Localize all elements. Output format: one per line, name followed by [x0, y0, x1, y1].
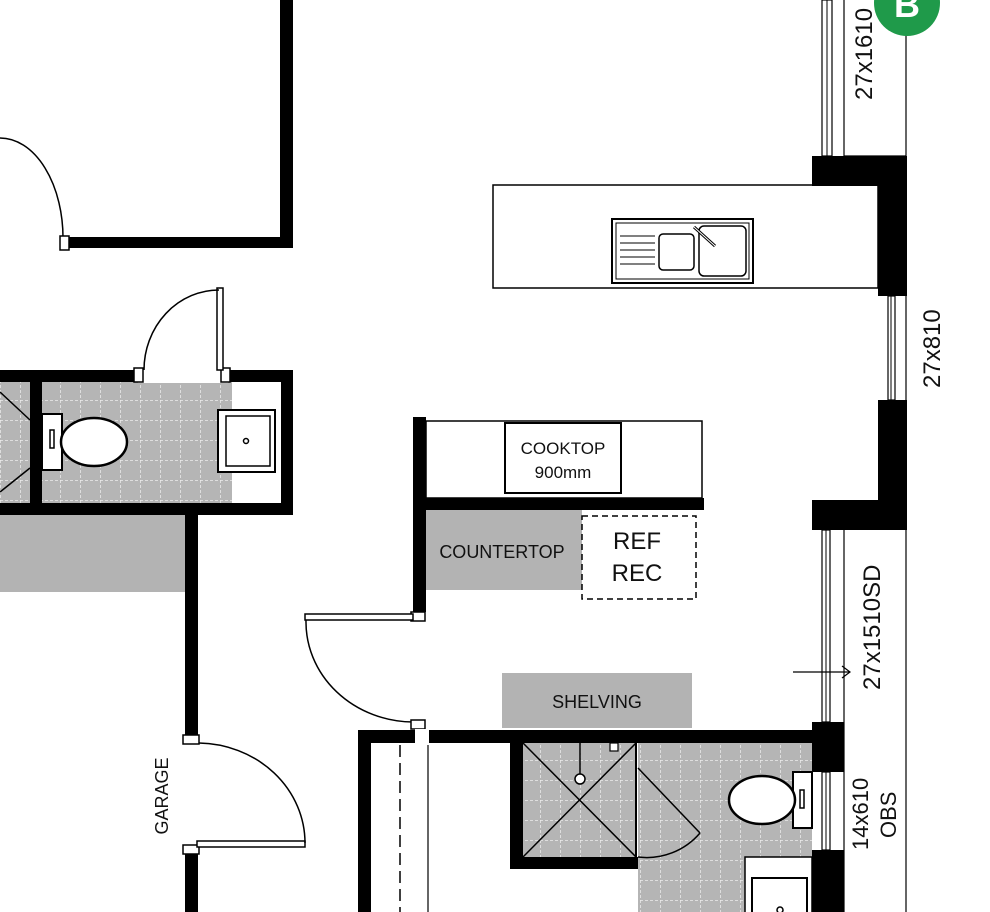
- countertop-label: COUNTERTOP: [439, 542, 564, 562]
- shelving-label: SHELVING: [552, 692, 642, 712]
- upper-left-room: [0, 0, 293, 251]
- ref-label: REF: [613, 528, 661, 555]
- exterior-right-wall: [793, 0, 907, 912]
- sliding-door-label: 27x1510SD: [859, 565, 886, 690]
- door-swing-arc: [143, 289, 220, 371]
- toilet-icon: [41, 413, 129, 471]
- grey-floor-area: [0, 515, 185, 592]
- cooktop-size-label: 900mm: [535, 463, 592, 482]
- door-swing-arc: [198, 742, 306, 844]
- bath-window-obs-label: OBS: [876, 792, 901, 838]
- toilet-icon: [727, 771, 813, 829]
- garage-wall: GARAGE: [152, 515, 306, 912]
- rec-label: REC: [612, 560, 663, 587]
- cooktop-bench: COOKTOP 900mm: [413, 417, 704, 612]
- section-marker-b: B: [874, 0, 940, 36]
- garage-label: GARAGE: [152, 757, 172, 834]
- bathroom: [358, 729, 813, 912]
- powder-room: [0, 287, 293, 515]
- door-swing-arc: [305, 619, 414, 723]
- sink-icon: [611, 218, 754, 284]
- door-swing-arc: [0, 137, 64, 241]
- section-marker-letter: B: [894, 0, 920, 25]
- window-middle-label: 27x810: [919, 309, 946, 388]
- pantry: COUNTERTOP REF REC: [304, 510, 697, 730]
- fridge-recess: [581, 515, 697, 600]
- cooktop-label: COOKTOP: [521, 439, 606, 458]
- window-top-label: 27x1610: [851, 8, 878, 100]
- shelving: SHELVING: [502, 673, 692, 728]
- kitchen-island: [492, 184, 879, 289]
- bath-window-size-label: 14x610: [848, 778, 873, 850]
- basin-icon: [744, 856, 813, 912]
- basin-icon: [217, 409, 276, 473]
